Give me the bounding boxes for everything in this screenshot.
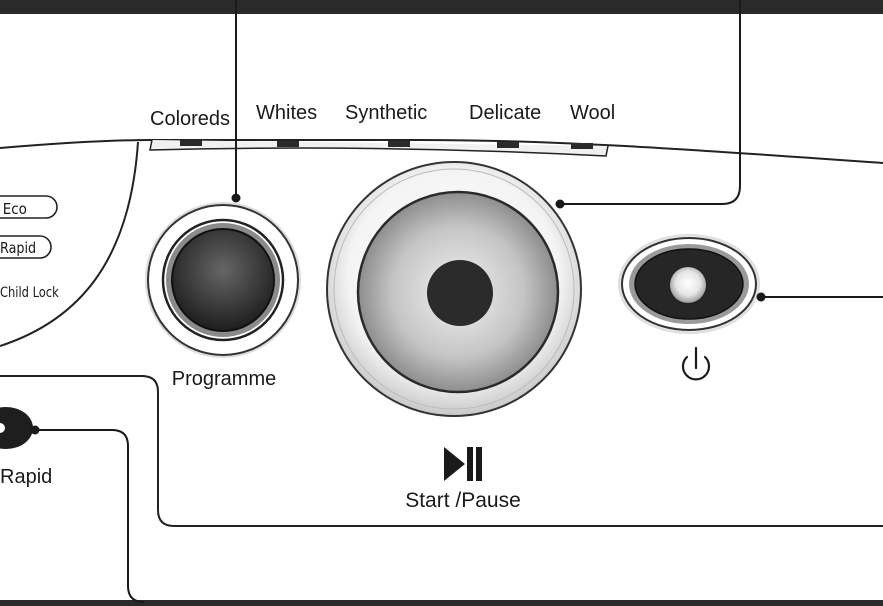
power-icon (683, 348, 709, 379)
callout-line-rapid (35, 430, 144, 602)
programme-label-wool: Wool (570, 102, 615, 124)
indicator-led-synthetic (388, 141, 410, 147)
callout-dot-programme (232, 194, 241, 203)
indicator-led-delicate (497, 142, 519, 148)
option-label-eco: Eco (3, 201, 27, 218)
programme-label-coloreds: Coloreds (150, 108, 230, 130)
programme-button[interactable] (145, 202, 301, 358)
callout-dot-rapid (31, 426, 40, 435)
play-pause-icon (444, 447, 482, 481)
programme-label-whites: Whites (256, 102, 317, 124)
indicator-led-wool (571, 143, 593, 149)
callout-dot-start-pause (556, 200, 565, 209)
programme-label-delicate: Delicate (469, 102, 541, 124)
option-label-rapid: Rapid (0, 240, 36, 257)
programme-button-label: Programme (172, 368, 276, 390)
option-label-child-lock: Child Lock (0, 285, 59, 301)
power-indicator-led (670, 267, 706, 303)
rapid-button[interactable] (0, 407, 33, 449)
power-button[interactable] (618, 234, 760, 334)
indicator-led-coloreds (180, 140, 202, 146)
programme-label-synthetic: Synthetic (345, 102, 427, 124)
callout-dot-power (757, 293, 766, 302)
start-pause-button[interactable] (327, 162, 581, 416)
option-indicator-rapid: Rapid (0, 236, 51, 258)
start-pause-button-label: Start /Pause (405, 489, 521, 512)
indicator-led-whites (277, 141, 299, 147)
option-indicator-eco: Eco (0, 196, 57, 218)
rapid-button-label: Rapid (0, 466, 52, 488)
